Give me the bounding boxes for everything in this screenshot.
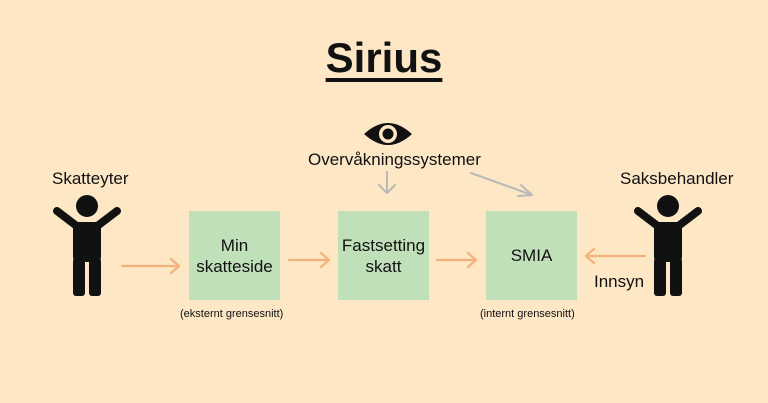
monitor-arrow-to-fastsetting [378, 171, 396, 194]
box-min-skatteside-line-2: skatteside [196, 256, 273, 276]
page-title: Sirius [325, 34, 443, 81]
flow-arrow-skatteyter-to-min-skatteside [120, 257, 181, 275]
edge-label-innsyn: Innsyn [594, 272, 645, 291]
monitor-arrow-to-smia [470, 172, 533, 197]
eye-icon [364, 123, 412, 145]
actor-label-skatteyter: Skatteyter [52, 169, 129, 188]
flow-arrow-saksbehandler-to-smia [584, 247, 647, 265]
person-arms-up-icon-right [634, 195, 702, 296]
box-smia-line-1: SMIA [510, 246, 553, 265]
flow-arrow-min-skatteside-to-fastsetting [287, 251, 331, 269]
box-fastsetting-skatt-line-1: Fastsetting [341, 235, 426, 255]
box-smia: SMIA [486, 211, 577, 300]
actor-label-saksbehandler: Saksbehandler [620, 169, 734, 188]
note-eksternt-grensesnitt: (eksternt grensesnitt) [180, 308, 284, 320]
box-fastsetting-skatt-line-2: skatt [365, 256, 402, 276]
monitoring-label: Overvåkningssystemer [308, 150, 481, 169]
box-min-skatteside: Min skatteside [189, 211, 280, 300]
box-min-skatteside-line-1: Min [220, 235, 249, 255]
note-internt-grensesnitt: (internt grensesnitt) [480, 308, 575, 320]
person-arms-up-icon-left [53, 195, 121, 296]
flow-arrow-fastsetting-to-smia [435, 251, 478, 269]
box-fastsetting-skatt: Fastsetting skatt [338, 211, 429, 300]
